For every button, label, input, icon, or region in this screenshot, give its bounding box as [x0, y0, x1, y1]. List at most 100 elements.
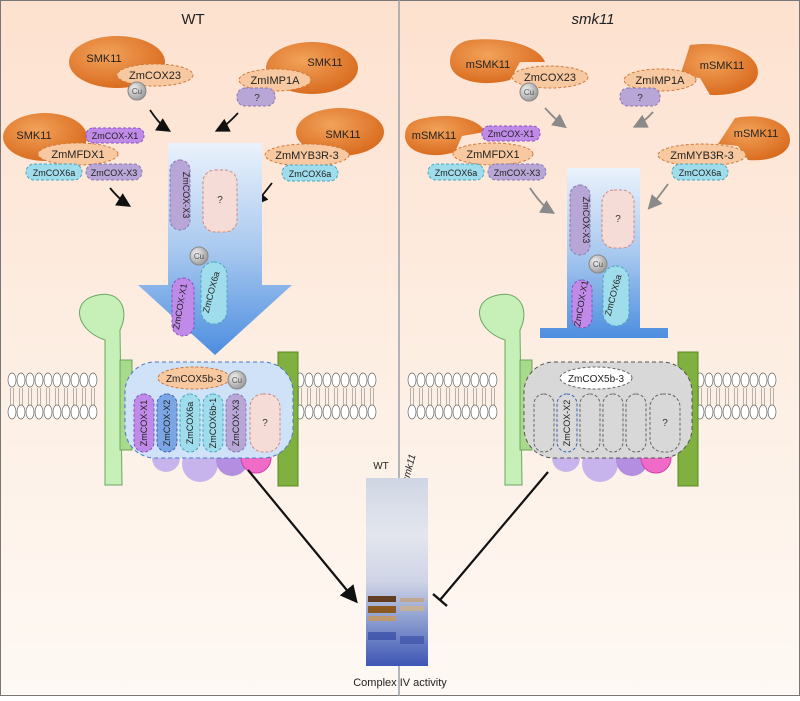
wt-complex-cox-x2-label: ZmCOX-X2	[162, 400, 172, 447]
wt-complex-unknown-label: ?	[262, 418, 268, 429]
lipid-head	[88, 372, 98, 388]
lipid-head	[416, 404, 426, 420]
mut-complex-unknown	[649, 393, 681, 453]
wt-smk11-label-1: SMK11	[86, 53, 121, 65]
wt-unknown-1	[236, 87, 276, 107]
lipid-tail	[752, 388, 756, 405]
lipid-tail	[734, 388, 738, 405]
mut-empty-slot-1	[533, 393, 555, 453]
lipid-head	[749, 372, 759, 388]
mut-msmk11-label-1: mSMK11	[466, 59, 510, 71]
wt-arrow-1	[149, 109, 172, 132]
mut-cox6a-label-2: ZmCOX6a	[679, 168, 722, 178]
wt-imp1a-label: ZmIMP1A	[251, 75, 301, 87]
wt-panel: SMK11 ZmCOX23 Cu SMK11 ZmIMP1A ? SMK11 Z…	[3, 36, 384, 604]
lipid-head	[758, 404, 768, 420]
wt-membrane	[7, 372, 377, 420]
mut-to-gel-inhibit-line	[439, 471, 549, 601]
mut-cox5b3-label: ZmCOX5b-3	[568, 374, 625, 385]
lipid-head	[52, 404, 62, 420]
lipid-tail	[307, 388, 311, 405]
mut-column-cu	[588, 254, 608, 274]
gel-band-wt-1	[368, 596, 396, 602]
lipid-head	[425, 372, 435, 388]
wt-complex-cox-x2	[156, 393, 178, 453]
mut-column-cox6a	[602, 265, 630, 327]
lipid-head	[25, 372, 35, 388]
mut-msmk11-blob-2	[680, 44, 758, 96]
mutant-panel: mSMK11 ZmCOX23 Cu mSMK11 ZmIMP1A ? mSMK1…	[405, 39, 790, 607]
lipid-head	[731, 372, 741, 388]
wt-complex-cox-x3	[225, 393, 247, 453]
mut-cox6a-2	[671, 163, 729, 181]
mut-cox-x3-label-1: ZmCOX-X3	[494, 168, 541, 178]
wt-arrow-unknown-label: ?	[217, 195, 223, 206]
lipid-tail	[473, 388, 477, 405]
mut-cox-x3-1	[487, 163, 547, 181]
mut-complex-cox-x2	[556, 393, 578, 453]
lipid-head	[461, 372, 471, 388]
wt-myb3r3-label: ZmMYB3R-3	[275, 150, 339, 162]
mut-cu-1	[519, 82, 539, 102]
lipid-tail	[73, 388, 77, 405]
lipid-head	[88, 404, 98, 420]
gel-band-mut-2	[400, 606, 424, 611]
wt-smk11-label-2: SMK11	[307, 57, 342, 69]
lipid-tail	[725, 388, 729, 405]
lipid-tail	[64, 388, 68, 405]
wt-panel-title: WT	[181, 11, 204, 28]
lipid-head	[313, 404, 323, 420]
gel-band-wt-blue	[368, 632, 396, 640]
mut-cox-x1	[481, 125, 541, 142]
lipid-head	[713, 404, 723, 420]
mut-cox23-label: ZmCOX23	[524, 72, 576, 84]
mut-cox-x1-label: ZmCOX-X1	[488, 129, 535, 139]
gel-panel: WT smk11 Complex IV activity	[353, 453, 447, 689]
wt-complex-unknown	[249, 393, 281, 453]
lipid-head	[304, 372, 314, 388]
mut-cox6a-1	[427, 163, 485, 181]
mut-cox5b3	[559, 366, 633, 390]
mut-myb3r3-label: ZmMYB3R-3	[670, 150, 734, 162]
lipid-head	[452, 404, 462, 420]
lipid-head	[461, 404, 471, 420]
lipid-tail	[455, 388, 459, 405]
lipid-head	[407, 372, 417, 388]
wt-membrane-protein-left	[79, 293, 125, 486]
mut-arrow-3	[529, 187, 556, 214]
lipid-head	[322, 404, 332, 420]
lipid-head	[61, 404, 71, 420]
lipid-head	[479, 372, 489, 388]
wt-arrow-cu-label: Cu	[194, 252, 204, 261]
lipid-head	[416, 372, 426, 388]
gel-lane-label-wt: WT	[373, 461, 389, 472]
lipid-head	[331, 404, 341, 420]
wt-cox6a-label-2: ZmCOX6a	[289, 169, 332, 179]
lipid-tail	[419, 388, 423, 405]
wt-arrow-cox-x3	[169, 159, 191, 231]
wt-complex-cu	[227, 370, 247, 390]
wt-complex-cox-x3-label: ZmCOX-X3	[231, 400, 241, 447]
mut-msmk11-blob-3	[405, 115, 485, 156]
lipid-head	[340, 372, 350, 388]
wt-complex-cox-x1-label: ZmCOX-X1	[139, 400, 149, 447]
mut-column-cox-x1	[571, 279, 593, 329]
lipid-head	[349, 404, 359, 420]
lipid-tail	[361, 388, 365, 405]
wt-lipid-bilayer	[7, 372, 377, 420]
lipid-head	[7, 372, 17, 388]
wt-cox6a-1	[25, 163, 83, 181]
mut-msmk11-label-2: mSMK11	[700, 60, 744, 72]
lipid-tail	[770, 388, 774, 405]
lipid-head	[79, 372, 89, 388]
lipid-head	[79, 404, 89, 420]
lipid-tail	[46, 388, 50, 405]
lipid-tail	[334, 388, 338, 405]
lipid-head	[740, 372, 750, 388]
lipid-head	[7, 404, 17, 420]
lipid-head	[331, 372, 341, 388]
lipid-head	[767, 372, 777, 388]
mut-msmk11-label-4: mSMK11	[734, 128, 778, 140]
lipid-head	[704, 404, 714, 420]
